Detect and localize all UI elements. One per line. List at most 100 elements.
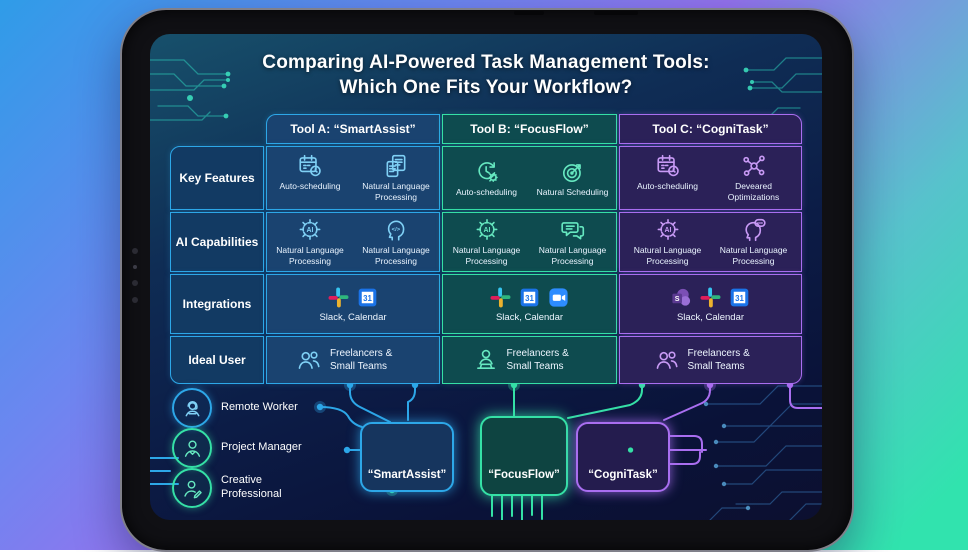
persona-label: Remote Worker (221, 401, 303, 415)
team-icon (654, 347, 680, 373)
persona-label: Creative Professional (221, 474, 303, 502)
cell-ai-capabilities-tool-b: Natural Language Processing Natural Lang… (442, 212, 617, 272)
ideal-user-label: Freelancers & Small Teams (688, 347, 768, 373)
feature-item: Natural Language Processing (269, 217, 351, 266)
head-chat-icon (741, 217, 767, 243)
cell-ideal-user-tool-a: Freelancers & Small Teams (266, 336, 440, 384)
tablet-volume-button (594, 11, 638, 15)
cognitask-logo-icon (607, 434, 639, 466)
row-label-ideal-user: Ideal User (170, 336, 264, 384)
person-laptop-icon (473, 347, 499, 373)
feature-item: Natural Language Processing (627, 217, 709, 266)
persona-project-manager: Project Manager (172, 428, 303, 468)
cell-integrations-tool-c: Slack, Calendar (619, 274, 802, 334)
project-manager-icon (172, 428, 212, 468)
app-name: “FocusFlow” (488, 469, 560, 481)
column-header-tool-c: Tool C: “CogniTask” (619, 114, 802, 144)
feature-label: Auto-scheduling (456, 187, 517, 198)
cell-integrations-tool-a: Slack, Calendar (266, 274, 440, 334)
slack-icon (489, 286, 512, 309)
column-header-tool-b: Tool B: “FocusFlow” (442, 114, 617, 144)
feature-item: Deveared Optimizations (713, 153, 795, 202)
feature-label: Natural Language Processing (269, 245, 351, 266)
cell-ideal-user-tool-b: Freelancers & Small Teams (442, 336, 617, 384)
cell-ai-capabilities-tool-c: Natural Language Processing Natural Lang… (619, 212, 802, 272)
feature-label: Natural Language Processing (446, 245, 528, 266)
slack-icon (699, 286, 722, 309)
tablet-front-camera (132, 248, 138, 303)
table-corner (170, 114, 264, 144)
row-label-integrations: Integrations (170, 274, 264, 334)
feature-label: Natural Language Processing (627, 245, 709, 266)
ai-chip-icon (655, 217, 681, 243)
column-header-tool-a: Tool A: “SmartAssist” (266, 114, 440, 144)
ideal-user-label: Freelancers & Small Teams (507, 347, 587, 373)
row-label-ai-capabilities: AI Capabilities (170, 212, 264, 272)
feature-item: Natural Language Processing (446, 217, 528, 266)
cell-key-features-tool-b: Auto-scheduling Natural Scheduling (442, 146, 617, 210)
cell-ideal-user-tool-c: Freelancers & Small Teams (619, 336, 802, 384)
persona-label: Project Manager (221, 441, 303, 455)
feature-label: Auto-scheduling (637, 181, 698, 192)
calendar-clock-icon (655, 153, 681, 179)
feature-item: Natural Language Processing (355, 217, 437, 266)
focusflow-card: “FocusFlow” (480, 416, 568, 496)
feature-label: Natural Language Processing (713, 245, 795, 266)
network-icon (741, 153, 767, 179)
cell-ai-capabilities-tool-a: Natural Language Processing Natural Lang… (266, 212, 440, 272)
app-name: “CogniTask” (588, 469, 657, 481)
integrations-label: Slack, Calendar (677, 312, 744, 323)
app-name: “SmartAssist” (368, 469, 447, 481)
integrations-label: Slack, Calendar (496, 312, 563, 323)
title-line-1: Comparing AI-Powered Task Management Too… (150, 50, 822, 75)
ideal-user-label: Freelancers & Small Teams (330, 347, 410, 373)
feature-label: Auto-scheduling (280, 181, 341, 192)
integrations-label: Slack, Calendar (319, 312, 386, 323)
google-calendar-icon (728, 286, 751, 309)
smartassist-logo-icon (391, 434, 423, 466)
chat-bubbles-icon (560, 217, 586, 243)
row-label-key-features: Key Features (170, 146, 264, 210)
target-icon (560, 159, 586, 185)
google-calendar-icon (518, 286, 541, 309)
cognitask-card: “CogniTask” (576, 422, 670, 492)
slack-icon (327, 286, 350, 309)
document-icon (383, 153, 409, 179)
infographic-title: Comparing AI-Powered Task Management Too… (150, 50, 822, 100)
feature-item: Natural Scheduling (532, 159, 614, 198)
title-line-2: Which One Fits Your Workflow? (150, 75, 822, 100)
feature-item: Auto-scheduling (269, 153, 351, 192)
feature-item: Natural Language Processing (355, 153, 437, 202)
sharepoint-icon (670, 286, 693, 309)
cell-integrations-tool-b: Slack, Calendar (442, 274, 617, 334)
cell-key-features-tool-c: Auto-scheduling Deveared Optimizations (619, 146, 802, 210)
feature-label: Deveared Optimizations (713, 181, 795, 202)
tablet-top-button (514, 11, 544, 15)
ai-chip-icon (474, 217, 500, 243)
feature-item: Natural Language Processing (532, 217, 614, 266)
comparison-table: Tool A: “SmartAssist” Tool B: “FocusFlow… (170, 114, 802, 384)
google-calendar-icon (356, 286, 379, 309)
tablet-screen: Comparing AI-Powered Task Management Too… (150, 34, 822, 520)
feature-item: Auto-scheduling (627, 153, 709, 192)
ai-chip-icon (297, 217, 323, 243)
calendar-clock-icon (297, 153, 323, 179)
persona-creative-professional: Creative Professional (172, 468, 303, 508)
persona-remote-worker: Remote Worker (172, 388, 303, 428)
focusflow-logo-icon (507, 432, 541, 466)
clock-gear-icon (474, 159, 500, 185)
feature-label: Natural Language Processing (355, 181, 437, 202)
feature-item: Natural Language Processing (713, 217, 795, 266)
tablet-device-frame: Comparing AI-Powered Task Management Too… (120, 8, 854, 552)
cell-key-features-tool-a: Auto-scheduling Natural Language Process… (266, 146, 440, 210)
zoom-icon (547, 286, 570, 309)
head-code-icon (383, 217, 409, 243)
smartassist-card: “SmartAssist” (360, 422, 454, 492)
feature-label: Natural Scheduling (537, 187, 609, 198)
feature-label: Natural Language Processing (532, 245, 614, 266)
feature-label: Natural Language Processing (355, 245, 437, 266)
creative-professional-icon (172, 468, 212, 508)
team-icon (296, 347, 322, 373)
feature-item: Auto-scheduling (446, 159, 528, 198)
remote-worker-icon (172, 388, 212, 428)
